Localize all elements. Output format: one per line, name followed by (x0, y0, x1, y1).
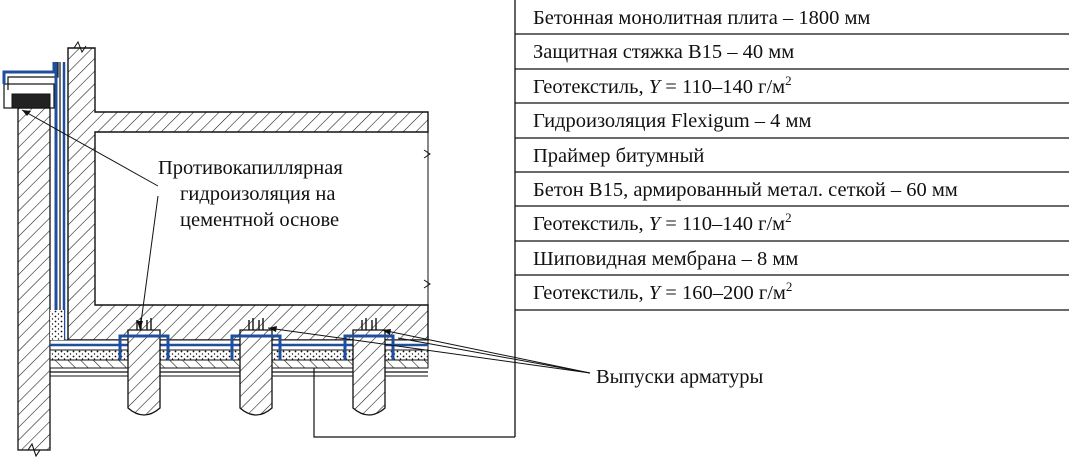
layer-table: Бетонная монолитная плита – 1800 мм Защит… (313, 0, 1069, 438)
base-layers (49, 310, 429, 377)
vertical-waterproofing (54, 62, 66, 340)
callout-capillary-waterproofing: Противокапиллярная гидроизоляция на цеме… (21, 109, 343, 331)
callout-capillary-line-3: цементной основе (180, 209, 339, 231)
layer-label: Бетон В15, армированный метал. сеткой – … (533, 179, 958, 201)
callout-rebar-outlets: Выпуски арматуры (267, 326, 763, 388)
layer-label: Геотекстиль, Y = 110–140 г/м2 (533, 210, 792, 235)
callout-capillary-line-1: Противокапиллярная (158, 157, 343, 179)
layer-label: Праймер битумный (533, 145, 704, 167)
layer-label: Шиповидная мембрана – 8 мм (533, 248, 798, 270)
callout-capillary-line-2: гидроизоляция на (180, 183, 335, 205)
layer-label: Гидроизоляция Flexigum – 4 мм (533, 110, 811, 132)
pile-1 (118, 318, 170, 416)
pile-2 (230, 318, 282, 416)
pile-3 (343, 318, 395, 416)
layer-label: Геотекстиль, Y = 110–140 г/м2 (533, 73, 792, 98)
retaining-wall (2, 62, 59, 458)
layer-label: Геотекстиль, Y = 160–200 г/м2 (533, 279, 792, 304)
layer-table-labels: Бетонная монолитная плита – 1800 мм Защит… (533, 7, 958, 304)
piles (118, 318, 395, 416)
layer-label: Бетонная монолитная плита – 1800 мм (533, 7, 870, 29)
layer-table-rules (515, 33, 1069, 311)
callout-rebar-label: Выпуски арматуры (596, 366, 763, 388)
layer-label: Защитная стяжка В15 – 40 мм (533, 41, 794, 63)
